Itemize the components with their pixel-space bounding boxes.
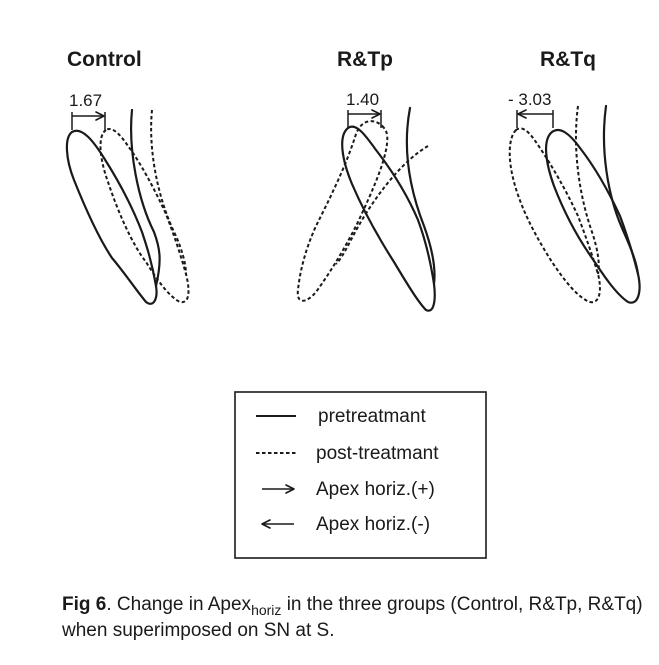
tooth-root-post-control [150,109,187,275]
panel-title-control: Control [67,48,142,71]
left-arrow-icon [261,519,294,529]
tooth-root-post-rtp [335,145,429,265]
panel-control: Control 1.67 [65,48,190,305]
caption-text-before: . Change in Apex [106,594,252,615]
legend: pretreatmant post-treatmant Apex horiz.(… [234,391,487,559]
right-arrow-icon [262,484,295,494]
tooth-outline-pre-control [65,129,158,305]
legend-label-pretreatment: pretreatmant [318,406,426,427]
caption-subscript: horiz [251,602,282,618]
legend-item-pretreatment: pretreatmant [256,406,426,427]
legend-item-apex-plus: Apex horiz.(+) [262,479,435,500]
legend-box [234,391,487,559]
caption-fig-label: Fig 6 [62,594,107,615]
panel-rtq: R&Tq - 3.03 [508,48,641,304]
legend-label-apex-minus: Apex horiz.(-) [316,514,430,535]
legend-label-apex-plus: Apex horiz.(+) [316,479,435,500]
figure-diagram: Control 1.67 R&Tp 1.40 R&Tq - 3.03 [65,48,641,559]
tooth-root-pre-control [130,108,161,288]
measure-bracket-control [71,111,106,130]
measurement-rtp: 1.40 [346,90,379,109]
tooth-outline-post-control [99,128,190,304]
caption-text-after: in the three groups (Control, R&Tp, R&Tq… [62,594,643,641]
tooth-outline-post-rtp [296,120,389,302]
legend-item-post-treatment: post-treatmant [256,443,439,464]
measurement-rtq: - 3.03 [508,90,551,109]
tooth-root-post-rtq [574,105,600,275]
tooth-root-pre-rtq [602,104,640,276]
legend-item-apex-minus: Apex horiz.(-) [261,514,430,535]
panel-rtp: R&Tp 1.40 [296,48,436,312]
measure-bracket-rtq [516,109,554,128]
tooth-outline-pre-rtq [545,128,641,304]
panel-title-rtq: R&Tq [540,48,596,71]
figure-caption: Fig 6. Change in Apexhoriz in the three … [62,592,652,644]
measurement-control: 1.67 [69,91,102,110]
measure-bracket-rtp [347,109,382,128]
tooth-outline-pre-rtp [341,125,436,312]
panel-title-rtp: R&Tp [337,48,393,71]
legend-label-post-treatment: post-treatmant [316,443,439,464]
tooth-root-pre-rtp [405,106,436,286]
tooth-outline-post-rtq [508,127,601,304]
